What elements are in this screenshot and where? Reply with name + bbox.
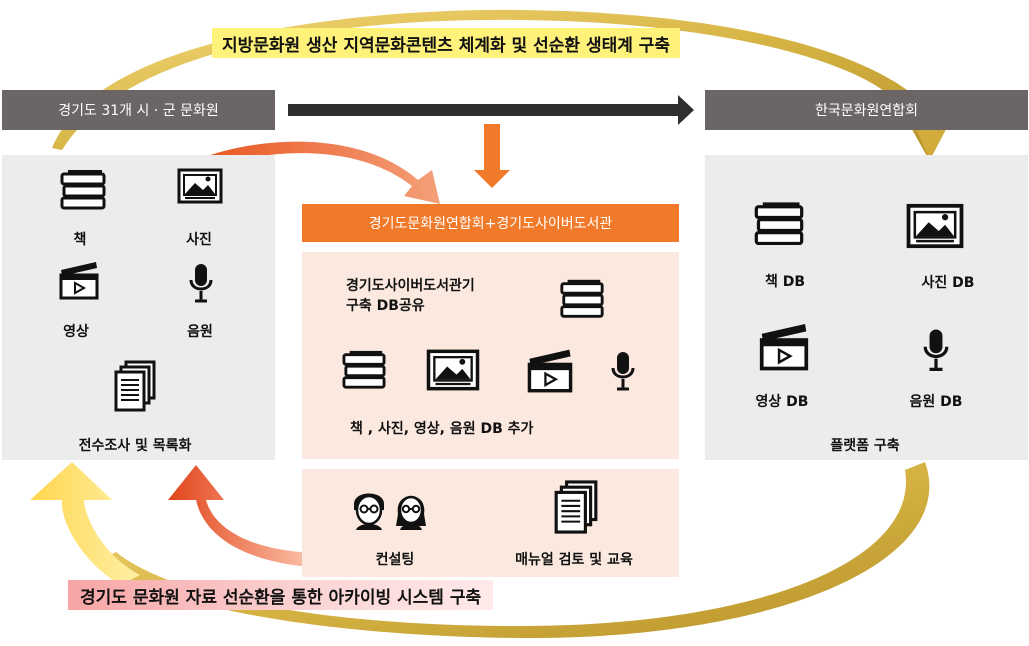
consultant-people-icon	[354, 493, 426, 530]
book-icon	[60, 170, 106, 210]
center-consulting: 컨설팅	[375, 552, 415, 568]
center-line-1: 경기도사이버도서관기	[346, 278, 475, 294]
right-microphone-icon	[923, 329, 949, 371]
right-header: 한국문화원연합회	[705, 90, 1028, 130]
right-label-photo: 사진 DB	[921, 275, 975, 291]
center-video-icon	[527, 349, 573, 393]
left-header: 경기도 31개 시 · 군 문화원	[2, 90, 275, 130]
left-label-audio: 음원	[187, 324, 213, 340]
right-label-video: 영상 DB	[755, 394, 809, 410]
left-label-photo: 사진	[186, 232, 212, 248]
microphone-icon	[189, 264, 213, 303]
bottom-banner: 경기도 문화원 자료 선순환을 통한 아카이빙 시스템 구축	[68, 580, 494, 610]
right-photo-icon	[906, 203, 964, 249]
video-clapper-icon	[59, 262, 99, 300]
right-video-icon	[759, 323, 809, 371]
center-db-add: 책 , 사진, 영상, 음원 DB 추가	[350, 421, 534, 437]
document-stack-icon	[114, 360, 156, 412]
flow-arrow-right	[288, 95, 694, 125]
down-arrow	[474, 124, 510, 188]
center-manual: 매뉴얼 검토 및 교육	[515, 552, 633, 568]
red-return-arrow	[168, 465, 300, 566]
center-microphone-icon	[611, 352, 635, 391]
right-book-icon	[754, 202, 804, 246]
top-banner: 지방문화원 생산 지역문화콘텐츠 체계화 및 선순환 생태계 구축	[212, 28, 681, 58]
center-line-2: 구축 DB공유	[346, 298, 425, 314]
right-label-book: 책 DB	[764, 274, 806, 290]
photo-icon	[177, 168, 223, 204]
left-label-book: 책	[73, 232, 87, 248]
manual-document-icon	[554, 480, 598, 534]
center-book-icon	[342, 350, 386, 389]
left-label-survey: 전수조사 및 목록화	[78, 438, 192, 454]
center-photo-icon	[426, 349, 480, 391]
right-label-audio: 음원 DB	[909, 394, 963, 410]
left-label-video: 영상	[63, 324, 89, 340]
shared-book-icon	[560, 279, 604, 318]
center-header: 경기도문화원연합회+경기도사이버도서관	[302, 204, 679, 242]
yellow-return-arrow	[30, 462, 140, 585]
left-to-center-curve	[196, 141, 440, 204]
left-panel	[2, 155, 275, 460]
right-label-platform: 플랫폼 구축	[830, 438, 900, 454]
